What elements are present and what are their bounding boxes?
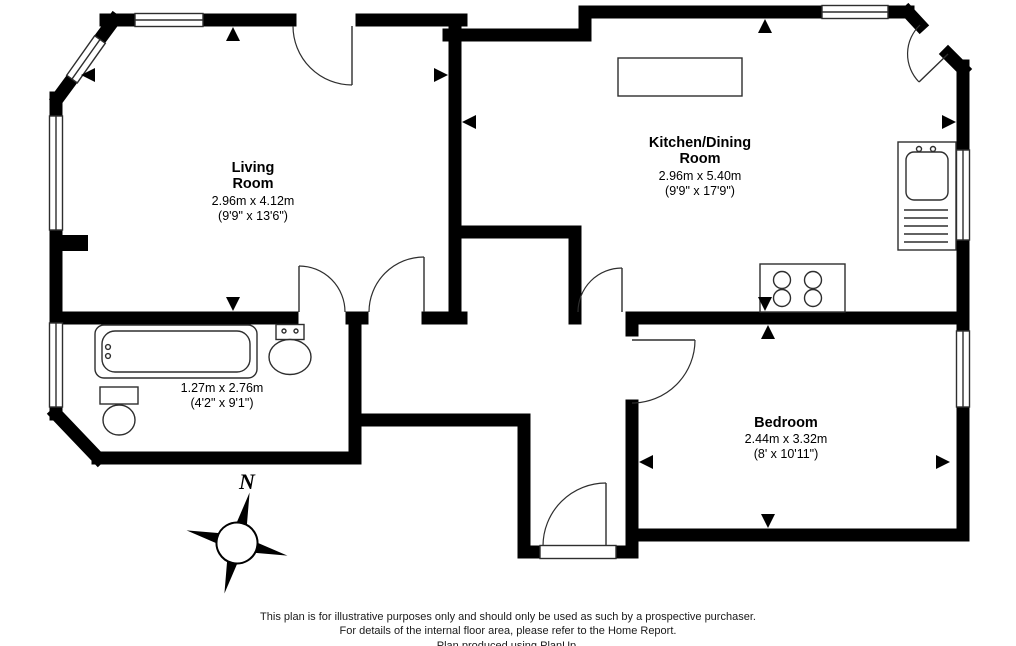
arrow-kitchen-up — [758, 19, 772, 33]
door-main-entrance — [542, 482, 607, 547]
chimney-breast — [50, 235, 88, 251]
window-bay-chamfer — [65, 34, 107, 84]
living-dims-metric: 2.96m x 4.12m — [212, 194, 295, 208]
arrow-living-left — [81, 68, 95, 82]
door-top-entrance — [292, 25, 353, 86]
footer-line-3: Plan produced using PlanUp. — [437, 640, 579, 646]
entrance-threshold — [539, 544, 617, 560]
room-labels: Living Room 2.96m x 4.12m (9'9" x 13'6")… — [181, 135, 828, 461]
window-bathroom-left — [48, 322, 64, 408]
bedroom-dims-metric: 2.44m x 3.32m — [745, 432, 828, 446]
door-kitchen-corner — [906, 24, 949, 83]
window-living-left — [48, 115, 64, 231]
arrow-bedroom-up — [761, 325, 775, 339]
window-living-top — [134, 12, 204, 28]
arrow-living-right — [434, 68, 448, 82]
footer-line-1: This plan is for illustrative purposes o… — [260, 611, 756, 623]
footer-line-2: For details of the internal floor area, … — [340, 625, 677, 637]
room-label-living: Living Room 2.96m x 4.12m (9'9" x 13'6") — [212, 160, 295, 223]
bathroom-dims-metric: 1.27m x 2.76m — [181, 381, 264, 395]
compass-north-label: N — [238, 469, 256, 494]
arrow-bedroom-right — [936, 455, 950, 469]
door-kitchen — [577, 267, 623, 313]
arrow-kitchen-down — [758, 297, 772, 311]
windows — [48, 4, 971, 560]
walls — [46, 2, 973, 559]
arrow-bedroom-left — [639, 455, 653, 469]
arrow-bedroom-down — [761, 514, 775, 528]
living-name-2: Room — [232, 176, 273, 192]
kitchen-sink-unit — [897, 141, 957, 251]
arrow-kitchen-left — [462, 115, 476, 129]
arrow-living-down — [226, 297, 240, 311]
doors — [292, 24, 949, 547]
bathtub — [94, 324, 258, 379]
footer: This plan is for illustrative purposes o… — [260, 611, 756, 646]
kitchen-name-1: Kitchen/Dining — [649, 135, 751, 151]
compass-circle — [215, 521, 259, 565]
bedroom-name: Bedroom — [754, 415, 818, 431]
kitchen-dims-metric: 2.96m x 5.40m — [659, 169, 742, 183]
kitchen-name-2: Room — [679, 151, 720, 167]
arrow-kitchen-right — [942, 115, 956, 129]
window-kitchen-top — [821, 4, 889, 20]
door-hallway-living — [368, 256, 425, 313]
toilet — [99, 386, 139, 436]
door-bathroom — [298, 265, 346, 313]
bathroom-dims-imperial: (4'2" x 9'1") — [191, 396, 254, 410]
window-bedroom-right — [955, 330, 971, 408]
measure-arrows — [81, 19, 956, 528]
compass: N — [186, 469, 288, 594]
living-dims-imperial: (9'9" x 13'6") — [218, 209, 288, 223]
basin — [268, 323, 312, 376]
room-label-bathroom: 1.27m x 2.76m (4'2" x 9'1") — [181, 381, 264, 410]
room-label-bedroom: Bedroom 2.44m x 3.32m (8' x 10'11") — [745, 415, 828, 461]
walls-path — [46, 2, 973, 559]
stove-hob — [759, 263, 846, 313]
fixtures — [94, 57, 957, 436]
window-kitchen-right — [955, 149, 971, 241]
kitchen-unit-top — [617, 57, 743, 97]
living-name-1: Living — [232, 160, 275, 176]
bedroom-dims-imperial: (8' x 10'11") — [754, 447, 819, 461]
door-bedroom — [631, 339, 696, 404]
arrow-living-up — [226, 27, 240, 41]
kitchen-dims-imperial: (9'9" x 17'9") — [665, 184, 735, 198]
room-label-kitchen: Kitchen/Dining Room 2.96m x 5.40m (9'9" … — [649, 135, 751, 198]
